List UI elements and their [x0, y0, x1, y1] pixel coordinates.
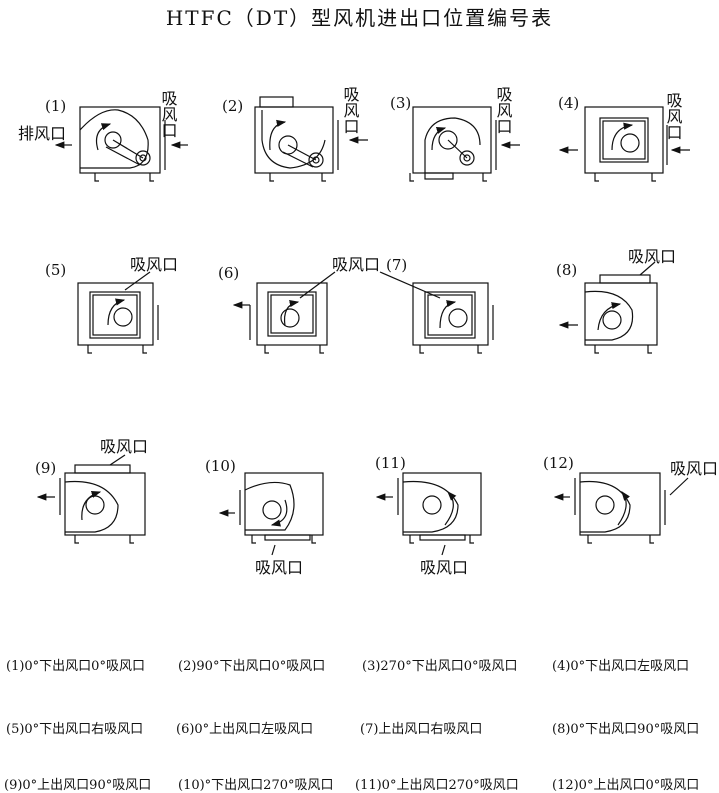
- legend-item: (4)0°下出风口左吸风口: [552, 659, 690, 674]
- legend-item: (1)0°下出风口0°吸风口: [6, 659, 145, 674]
- figure-number: (4): [558, 94, 579, 112]
- figure-number: (7): [386, 256, 407, 274]
- legend-item: (12)0°上出风口0°吸风口: [552, 778, 700, 793]
- legend-item: (7)上出风口右吸风口: [360, 722, 483, 737]
- fan-figure-3: [409, 106, 520, 182]
- figure-number: (10): [205, 457, 236, 475]
- figure-number: (2): [222, 97, 243, 115]
- legend-item: (8)0°下出风口90°吸风口: [552, 722, 700, 737]
- figure-number: (5): [45, 261, 66, 279]
- inlet-label: 吸风口: [628, 247, 676, 266]
- figure-number: (1): [45, 97, 66, 115]
- figure-number: (9): [35, 459, 56, 477]
- fan-position-diagram: (1) (2) (3) (4) (5) (6) (7) (8) (9) (10)…: [18, 86, 718, 577]
- legend-item: (3)270°下出风口0°吸风口: [362, 659, 518, 674]
- inlet-label: 吸风口: [670, 459, 718, 478]
- inlet-label: 吸风口: [332, 255, 380, 274]
- fan-figure-1: [54, 106, 188, 182]
- inlet-label: 吸风口: [420, 558, 468, 577]
- figure-number: (12): [543, 454, 574, 472]
- fan-figure-10: [218, 472, 324, 556]
- fan-figure-8: [558, 261, 658, 354]
- inlet-label-vertical: 吸风口: [664, 92, 683, 140]
- fan-figure-11: [375, 472, 482, 556]
- figure-number: (6): [218, 264, 239, 282]
- fan-figure-5: [77, 271, 159, 354]
- fan-figure-2: [254, 96, 368, 182]
- inlet-label-vertical: 吸风口: [159, 90, 178, 138]
- legend-item: (6)0°上出风口左吸风口: [176, 722, 314, 737]
- legend-item: (10)°下出风口270°吸风口: [178, 778, 334, 793]
- legend-item: (11)0°上出风口270°吸风口: [355, 778, 519, 793]
- legend-item: (5)0°下出风口右吸风口: [6, 722, 144, 737]
- outlet-label: 排风口: [18, 124, 66, 143]
- legend-item: (2)90°下出风口0°吸风口: [178, 659, 326, 674]
- fan-figure-4: [558, 106, 690, 182]
- fan-figure-6: [232, 271, 336, 354]
- inlet-label: 吸风口: [100, 437, 148, 456]
- page-title: HTFC（DT）型风机进出口位置编号表: [165, 6, 554, 30]
- figure-number: (11): [375, 454, 406, 472]
- figure-number: (3): [390, 94, 411, 112]
- inlet-label-vertical: 吸风口: [494, 86, 513, 134]
- inlet-label-vertical: 吸风口: [341, 86, 360, 134]
- fan-figure-7: [379, 271, 494, 354]
- legend-item: (9)0°上出风口90°吸风口: [4, 778, 152, 793]
- fan-figure-9: [36, 454, 146, 544]
- figure-number: (8): [556, 261, 577, 279]
- fan-figure-12: [553, 472, 689, 544]
- inlet-label: 吸风口: [255, 558, 303, 577]
- inlet-label: 吸风口: [130, 255, 178, 274]
